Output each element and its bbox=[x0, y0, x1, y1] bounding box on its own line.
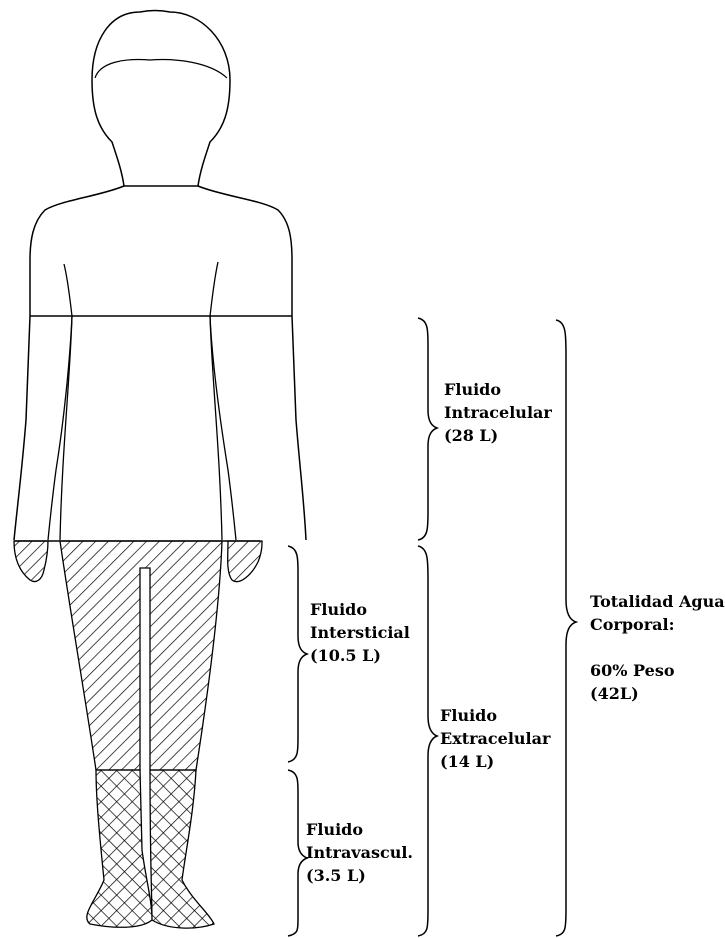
label-intravascular: Fluido Intravascul. (3.5 L) bbox=[306, 818, 413, 887]
label-extracelular-line1: Fluido bbox=[440, 704, 550, 727]
label-total-line1: Totalidad Agua bbox=[590, 590, 725, 613]
label-intracelular-line1: Fluido bbox=[444, 378, 552, 401]
label-total-gap bbox=[590, 636, 725, 659]
hip-right bbox=[210, 316, 222, 540]
left-hand bbox=[14, 541, 48, 582]
hairline bbox=[95, 60, 227, 78]
label-intravascular-line1: Fluido bbox=[306, 818, 413, 841]
brace-extracelular bbox=[418, 546, 437, 936]
label-intersticial: Fluido Intersticial (10.5 L) bbox=[310, 598, 410, 667]
label-intracelular: Fluido Intracelular (28 L) bbox=[444, 378, 552, 447]
label-extracelular-line2: Extracelular bbox=[440, 727, 550, 750]
brace-intersticial bbox=[288, 546, 307, 762]
torso-outline bbox=[14, 186, 306, 540]
label-total-line4: (42L) bbox=[590, 682, 725, 705]
right-hand bbox=[228, 541, 262, 582]
label-total: Totalidad Agua Corporal: 60% Peso (42L) bbox=[590, 590, 725, 705]
label-intracelular-line2: Intracelular bbox=[444, 401, 552, 424]
brace-total bbox=[556, 320, 576, 936]
label-extracelular-line3: (14 L) bbox=[440, 750, 550, 773]
label-intersticial-line2: Intersticial bbox=[310, 621, 410, 644]
brace-intravascular bbox=[288, 770, 307, 936]
right-arm-inner bbox=[210, 262, 236, 540]
head bbox=[92, 11, 230, 187]
left-arm-inner bbox=[48, 264, 72, 540]
label-intersticial-line1: Fluido bbox=[310, 598, 410, 621]
label-intravascular-line2: Intravascul. bbox=[306, 841, 413, 864]
label-total-line3: 60% Peso bbox=[590, 659, 725, 682]
label-extracelular: Fluido Extracelular (14 L) bbox=[440, 704, 550, 773]
label-total-line2: Corporal: bbox=[590, 613, 725, 636]
label-intravascular-line3: (3.5 L) bbox=[306, 864, 413, 887]
legs-interstitial bbox=[60, 541, 222, 770]
brace-intracelular bbox=[418, 318, 437, 540]
label-intracelular-line3: (28 L) bbox=[444, 424, 552, 447]
legs-intravascular bbox=[87, 770, 214, 928]
label-intersticial-line3: (10.5 L) bbox=[310, 644, 410, 667]
